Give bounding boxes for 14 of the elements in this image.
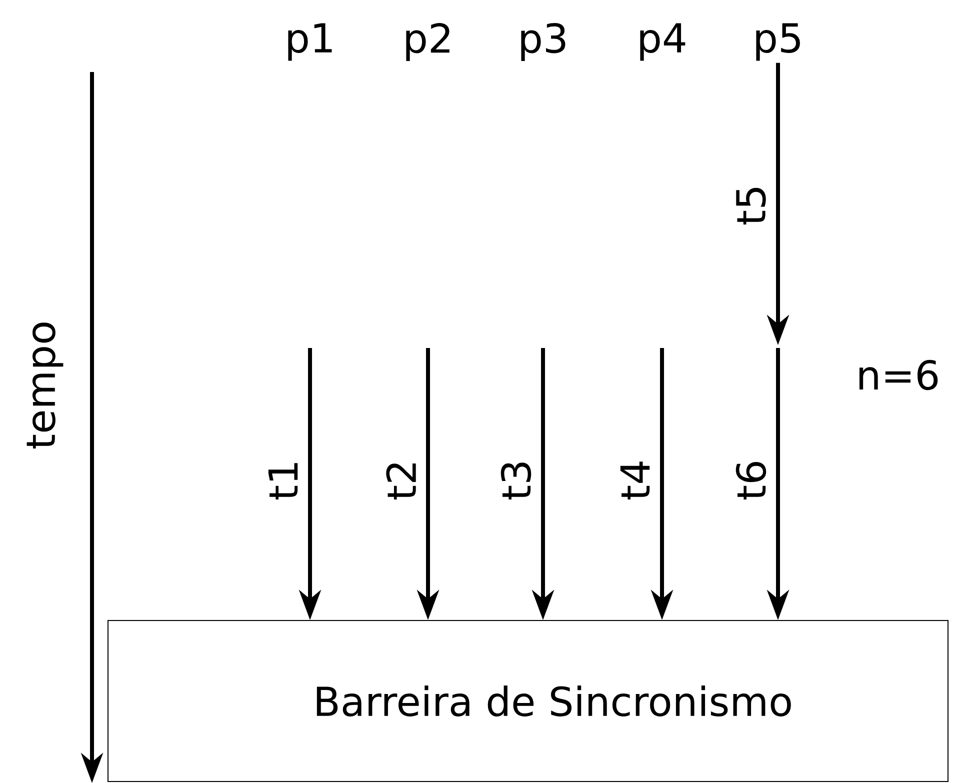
edge-label: t4 [620,462,650,500]
process-label: p5 [756,23,800,61]
count-label: n=6 [859,360,938,390]
process-label: p4 [640,23,686,61]
edge-label: t5 [736,188,766,224]
edge-label: t1 [268,463,298,500]
process-label: p1 [288,23,332,61]
edge-label: t3 [500,462,532,500]
edge-label: t2 [386,463,416,500]
barrier-box: Barreira de Sincronismo [108,620,948,782]
axis-label: tempo [26,322,64,448]
edge-label: t6 [736,462,766,500]
process-label: p3 [521,23,566,61]
process-label: p2 [406,23,450,61]
